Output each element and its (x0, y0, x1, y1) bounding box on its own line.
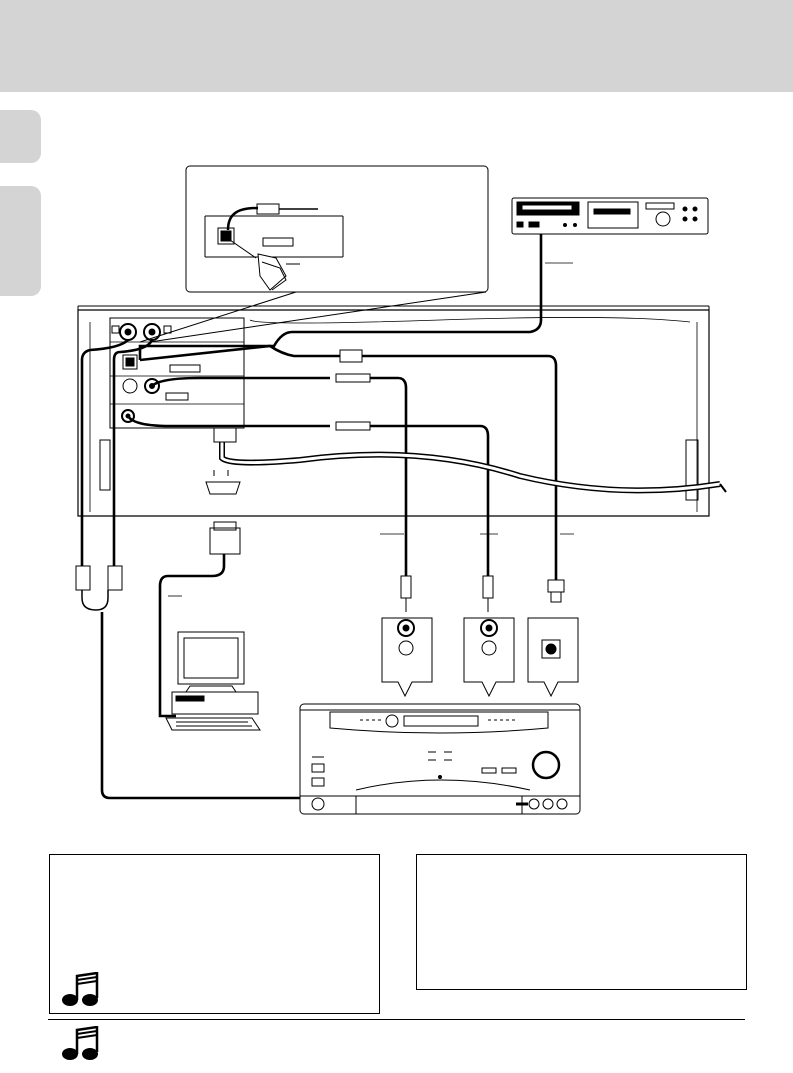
note-box-right (416, 854, 747, 990)
cable-analog-2 (370, 424, 490, 576)
section-tab-1 (0, 110, 41, 163)
cable-analog-1 (370, 376, 408, 576)
music-note-icon (62, 972, 99, 1006)
section-tab-2 (0, 186, 41, 296)
receiver (299, 703, 581, 815)
cable-md-optical (138, 234, 543, 360)
connection-diagram (75, 165, 727, 815)
cable-remote (100, 612, 300, 800)
inset-pointer-1 (139, 291, 297, 343)
note-box-left (49, 854, 380, 1014)
computer (165, 631, 261, 731)
cable-optical (362, 354, 558, 580)
footer-rule (48, 1019, 745, 1020)
main-unit-rear (77, 305, 710, 517)
music-note-icon (62, 1026, 99, 1060)
amp-input-callouts (381, 617, 579, 698)
inset-pointer-2 (149, 291, 487, 343)
cable-serial (158, 554, 226, 718)
md-deck (511, 197, 709, 235)
inset-detail (185, 165, 489, 293)
header-band (0, 0, 793, 92)
